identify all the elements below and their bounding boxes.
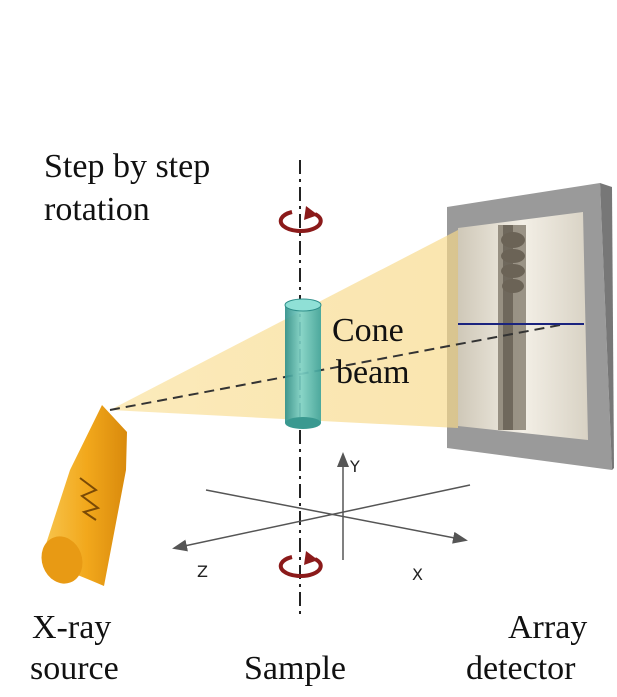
rotation-label-line2: rotation xyxy=(44,191,150,228)
x-axis-line xyxy=(205,489,468,544)
cone-beam-label-line1: Cone xyxy=(332,312,404,349)
xray-source-icon xyxy=(41,405,127,586)
z-axis-label: Z xyxy=(197,562,208,581)
y-axis-label: Y xyxy=(349,457,360,476)
x-axis-label: X xyxy=(412,565,423,584)
xray-source-label-line1: X-ray xyxy=(32,609,112,646)
z-axis-line xyxy=(172,484,471,552)
beam-center-ray xyxy=(109,324,561,411)
cone-beam xyxy=(110,230,458,428)
cone-beam-label-line2: beam xyxy=(336,354,410,391)
rotation-arrow-bottom-icon xyxy=(278,551,323,578)
sample-cylinder xyxy=(284,298,322,429)
xray-source-label-line2: source xyxy=(30,650,119,687)
coordinate-axes: Y X Z xyxy=(172,452,471,584)
array-detector xyxy=(447,183,614,470)
sample-label: Sample xyxy=(244,650,346,687)
rotation-label-line1: Step by step xyxy=(44,148,211,185)
rotation-arrow-top-icon xyxy=(278,206,323,233)
array-detector-label-line1: Array xyxy=(508,609,588,646)
array-detector-label-line2: detector xyxy=(466,650,576,687)
